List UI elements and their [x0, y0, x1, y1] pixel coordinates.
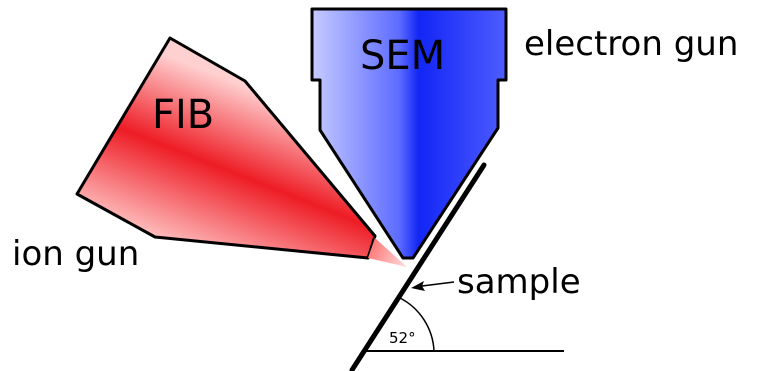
sem-column [310, 7, 508, 260]
fib-beam-tip [368, 238, 407, 267]
ion-gun-label: ion gun [12, 234, 139, 274]
fib-label: FIB [152, 92, 214, 138]
sem-label: SEM [360, 33, 445, 79]
angle-label: 52° [389, 329, 416, 347]
sample-surface [349, 162, 487, 371]
electron-gun-label: electron gun [524, 24, 738, 64]
sample-label: sample [457, 262, 581, 302]
sample-arrow-line [421, 281, 455, 287]
angle-arc [399, 297, 435, 352]
sample-arrow-head [411, 281, 425, 291]
